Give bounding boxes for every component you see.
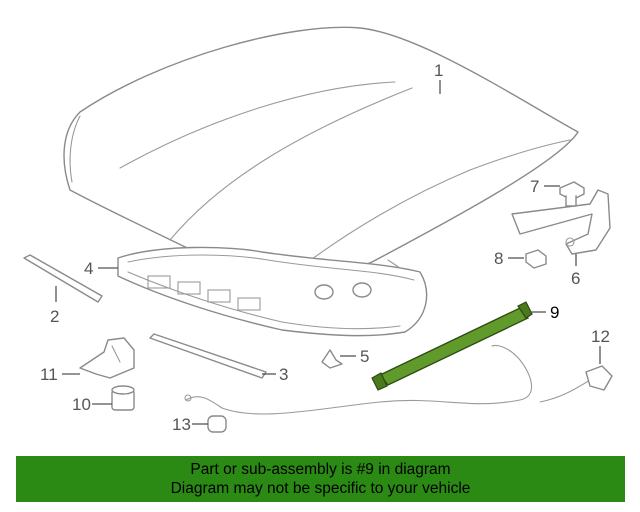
front-seal-part[interactable] [23,254,103,303]
callout-10[interactable]: 10 [72,395,91,414]
callout-12[interactable]: 12 [591,327,610,346]
callout-13[interactable]: 13 [172,415,191,434]
info-banner: Part or sub-assembly is #9 in diagram Di… [16,456,625,502]
clip-part[interactable] [321,349,343,369]
callout-2[interactable]: 2 [50,307,59,326]
callout-9[interactable]: 9 [550,303,559,322]
hood-inner-panel-part[interactable] [117,246,428,337]
leader-lines [55,80,601,425]
callout-1[interactable]: 1 [434,61,443,80]
callout-labels: 1 2 3 4 5 6 7 8 9 10 11 12 13 [40,61,610,434]
plug-part[interactable] [207,415,227,433]
bumper-part[interactable] [111,385,135,411]
hood-strut-part[interactable] [371,301,533,391]
hood-latch-part[interactable] [79,337,135,379]
nut-part[interactable] [525,249,547,269]
bolt-part[interactable] [559,181,585,207]
callout-11[interactable]: 11 [40,365,58,384]
banner-line-disclaimer: Diagram may not be specific to your vehi… [170,480,471,497]
callout-3[interactable]: 3 [279,365,288,384]
callout-4[interactable]: 4 [84,259,93,278]
callout-5[interactable]: 5 [360,347,369,366]
hood-hinge-part[interactable] [511,189,611,255]
parts-diagram: 1 2 3 4 5 6 7 8 9 10 11 12 13 [23,26,613,434]
banner-line-part-number: Part or sub-assembly is #9 in diagram [190,461,451,478]
release-cable-part[interactable] [184,344,613,415]
callout-7[interactable]: 7 [530,177,539,196]
callout-6[interactable]: 6 [571,269,580,288]
callout-8[interactable]: 8 [494,249,503,268]
rear-seal-part[interactable] [149,333,267,379]
